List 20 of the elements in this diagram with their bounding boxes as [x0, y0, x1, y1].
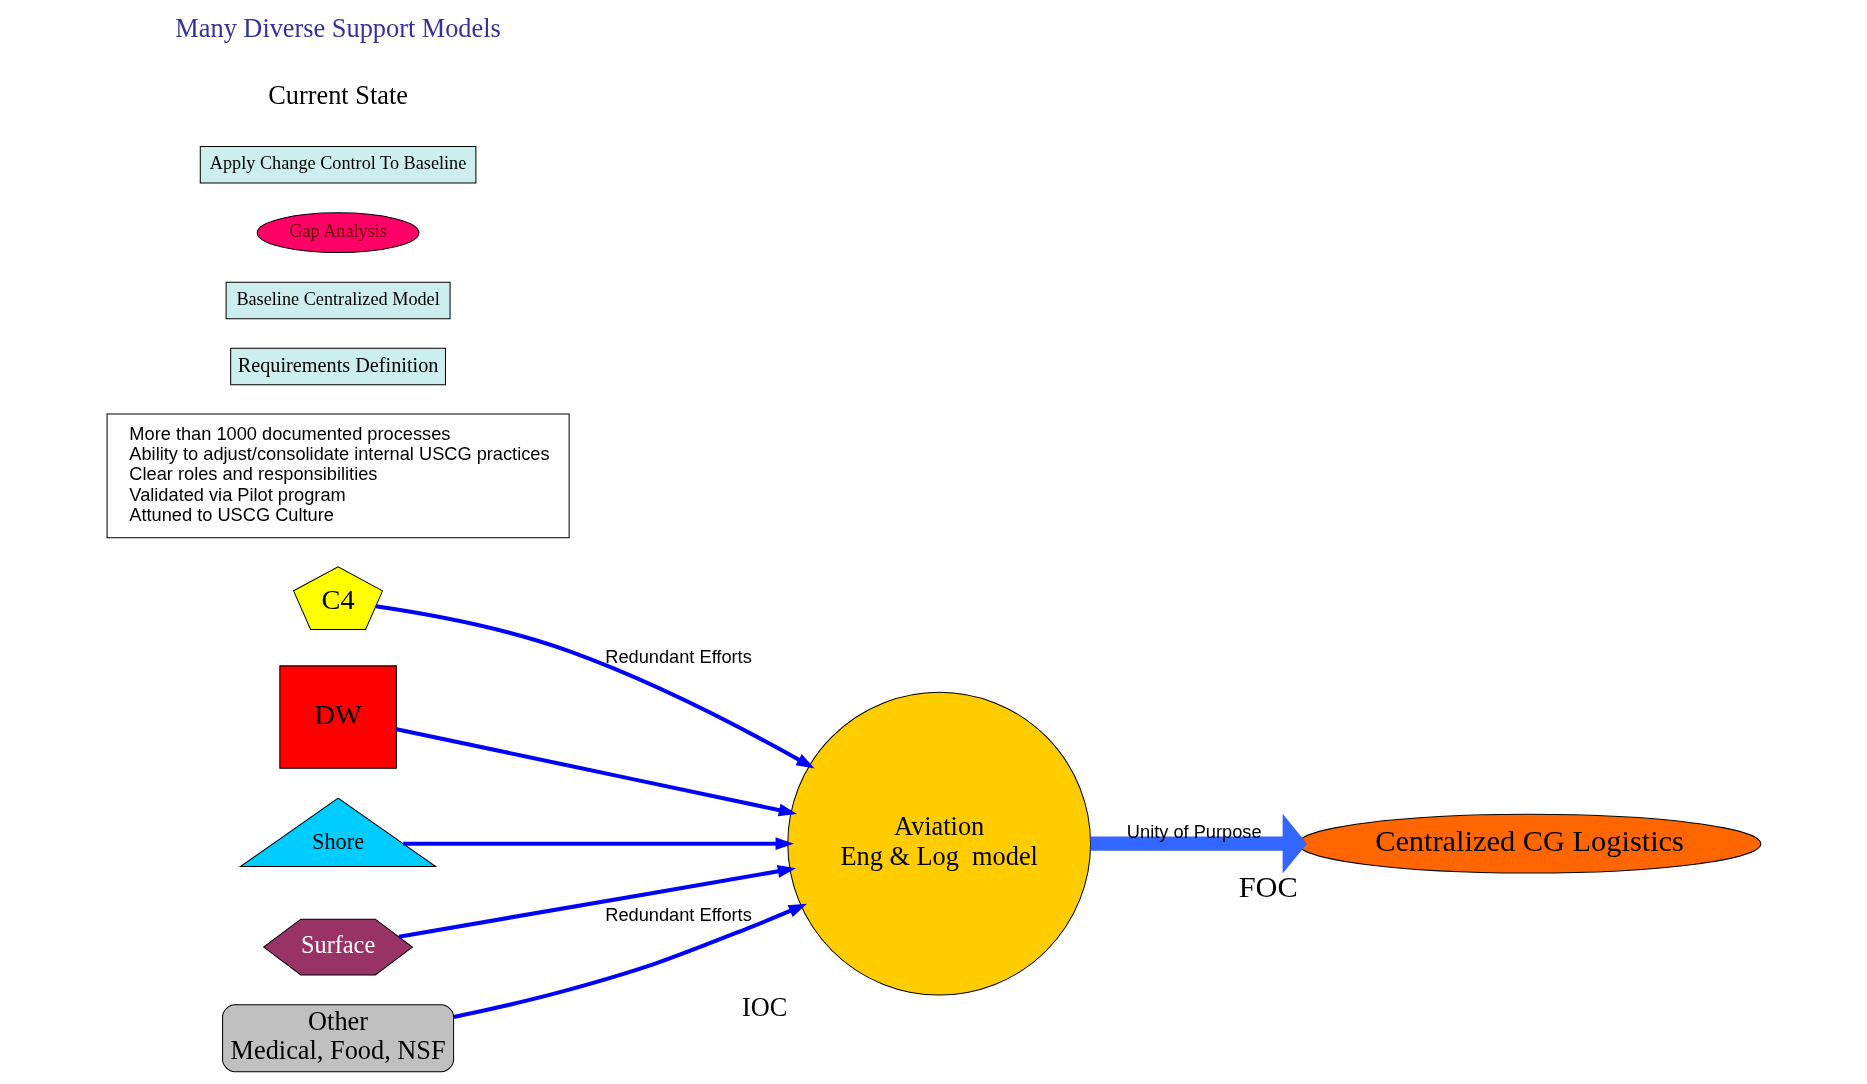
edge-label: Redundant Efforts: [604, 645, 752, 667]
edge-label: Unity of Purpose: [1126, 821, 1262, 843]
edge-label: Redundant Efforts: [604, 904, 752, 926]
node-box: More than 1000 documented processes Ability to adjust/consolidate internal USCG practices Clear roles and responsibilities Validated via Pilot program Attuned to USCG Culture: [106, 413, 570, 539]
node-box: Apply Change Control To Baseline: [199, 146, 476, 184]
node-box: Baseline Centralized Model: [225, 281, 451, 320]
node-label: FOC: [1238, 870, 1298, 905]
label: Many Diverse Support Models: [174, 14, 501, 44]
node-ellipse: Gap Analysis: [256, 212, 419, 254]
node-box: Requirements Definition: [229, 347, 446, 386]
arrow: [398, 865, 796, 939]
arrow: [1090, 813, 1307, 874]
arrow: [375, 604, 815, 769]
arrow: [452, 903, 807, 1019]
arrow: [402, 837, 794, 851]
arrow: [395, 727, 797, 817]
node-box: Other Medical, Food, NSF: [221, 1004, 454, 1073]
node-label: IOC: [741, 992, 787, 1022]
node-box: DW: [278, 665, 397, 769]
label: Current State: [267, 81, 408, 111]
